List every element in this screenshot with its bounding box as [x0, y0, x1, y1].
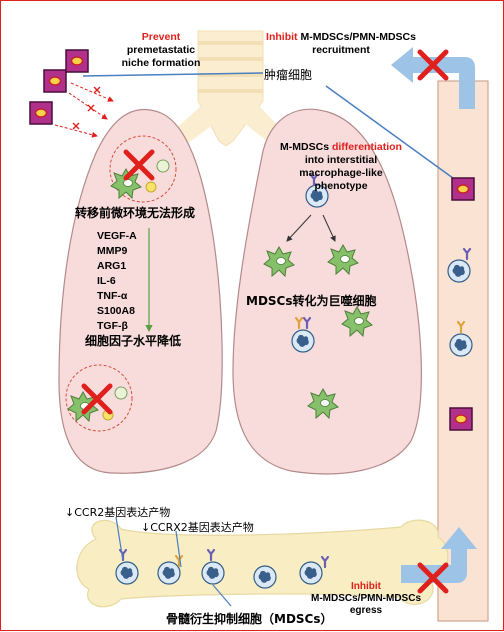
bone-marrow-label: 骨髓衍生抑制细胞（MDSCs） [166, 612, 333, 626]
differentiation-label: M-MDSCs differentiation into interstitia… [280, 141, 402, 192]
cytokine-item: MMP9 [97, 245, 128, 257]
cytokine-down-label: 细胞因子水平降低 [85, 334, 182, 348]
ccr2-label: ↓CCR2基因表达产物 [65, 506, 171, 519]
cytokine-list: VEGF-A MMP9 ARG1 IL-6 TNF-α S100A8 TGF-β [97, 229, 137, 334]
tumor-cell-icon [29, 101, 53, 125]
tumor-cell-label: 肿瘤细胞 [264, 68, 313, 82]
cytokine-item: S100A8 [97, 305, 135, 317]
niche-bottom [65, 364, 133, 432]
callout-line [325, 85, 458, 182]
tumor-cell-icon [449, 407, 473, 431]
inhibit-egress-label: Inhibit M-MDSCs/PMN-MDSCs egress [311, 581, 421, 616]
callout-line [212, 584, 232, 607]
cytokine-item: VEGF-A [97, 230, 137, 242]
callout-line [175, 530, 182, 568]
egress-arrow-icon [401, 527, 477, 583]
tumor-cell-icon [451, 177, 475, 201]
mdsc-icon [157, 561, 181, 585]
cytokine-item: IL-6 [97, 275, 116, 287]
callout-line [115, 516, 124, 562]
differentiation-arrow [322, 214, 336, 242]
inhibit-recruitment-label: Inhibit M-MDSCs/PMN-MDSCs recruitment [266, 31, 416, 56]
callout-line [82, 72, 264, 77]
mdsc-icon [447, 259, 471, 283]
mdsc-icon [449, 333, 473, 357]
prevent-label: Prevent premetastatic niche formation [121, 31, 201, 69]
mdsc-icon [201, 561, 225, 585]
mdsc-to-macrophage-label: MDSCs转化为巨噬细胞 [246, 294, 377, 308]
niche-top [109, 135, 177, 203]
blocked-cross-icon [72, 86, 101, 130]
mdsc-icon [291, 329, 315, 353]
recruit-arrow-icon [391, 47, 475, 109]
ccrx2-label: ↓CCRX2基因表达产物 [141, 521, 254, 534]
differentiation-arrow [286, 214, 312, 242]
mdsc-icon [253, 565, 277, 589]
mdsc-icon [115, 561, 139, 585]
tumor-cell-icon [43, 69, 67, 93]
blocked-migration-arrows [54, 82, 114, 138]
cytokine-item: TNF-α [97, 290, 128, 302]
cytokine-item: TGF-β [97, 320, 128, 332]
niche-fail-label: 转移前微环境无法形成 [75, 206, 196, 220]
cytokine-item: ARG1 [97, 260, 127, 272]
right-lung [232, 108, 422, 475]
tumor-cell-icon [65, 49, 89, 73]
left-lung [58, 108, 223, 474]
